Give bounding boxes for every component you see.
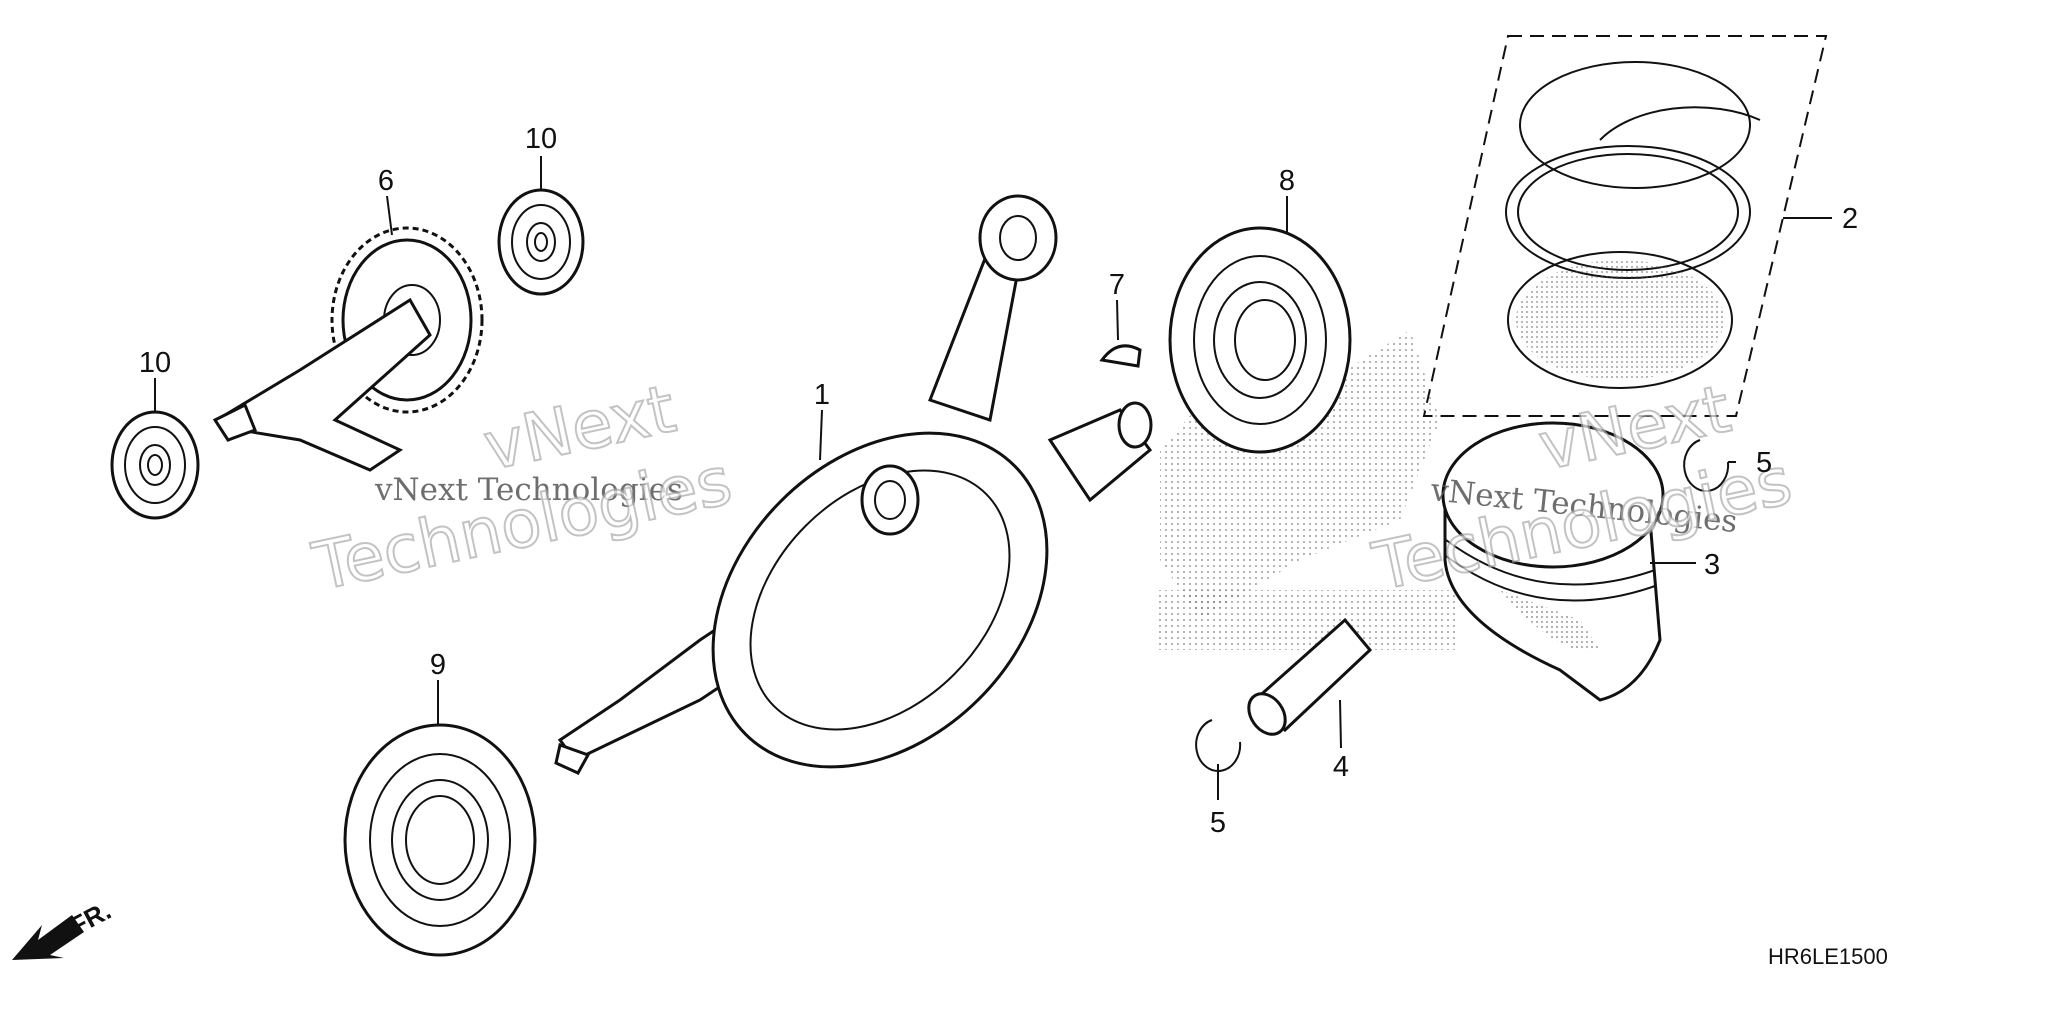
callout-10-top[interactable]: 10 bbox=[525, 123, 557, 155]
diagram-code: HR6LE1500 bbox=[1768, 944, 1888, 969]
pin-clip-left[interactable] bbox=[1195, 719, 1242, 772]
callout-8[interactable]: 8 bbox=[1279, 165, 1295, 197]
balancer-bearing-top[interactable] bbox=[497, 188, 585, 296]
callout-10-left[interactable]: 10 bbox=[139, 347, 171, 379]
piston-pin[interactable] bbox=[1241, 617, 1373, 741]
callout-6[interactable]: 6 bbox=[378, 165, 394, 197]
crankshaft[interactable] bbox=[554, 194, 1153, 833]
balancer-shaft[interactable] bbox=[212, 226, 484, 472]
bearing-right[interactable] bbox=[1168, 226, 1352, 454]
woodruff-key[interactable] bbox=[1099, 344, 1142, 368]
bearing-left[interactable] bbox=[343, 723, 537, 957]
callout-9[interactable]: 9 bbox=[430, 649, 446, 681]
piston-ring-set[interactable] bbox=[1422, 35, 1828, 417]
watermark-line-small-left: vNext Technologies bbox=[374, 472, 683, 508]
front-arrow-icon bbox=[12, 915, 84, 960]
callouts: 10 10 6 1 7 8 9 4 2 3 5 5 bbox=[139, 123, 1858, 839]
piston[interactable] bbox=[1441, 421, 1665, 702]
callout-5-left[interactable]: 5 bbox=[1210, 807, 1226, 839]
leader-lines bbox=[154, 156, 1832, 800]
callout-5-right[interactable]: 5 bbox=[1756, 447, 1772, 479]
callout-1[interactable]: 1 bbox=[814, 379, 830, 411]
pin-clip-right[interactable] bbox=[1683, 439, 1730, 492]
callout-4[interactable]: 4 bbox=[1333, 751, 1349, 783]
callout-2[interactable]: 2 bbox=[1842, 203, 1858, 235]
balancer-bearing-left[interactable] bbox=[110, 410, 200, 520]
front-indicator: FR. bbox=[12, 895, 116, 960]
callout-3[interactable]: 3 bbox=[1704, 549, 1720, 581]
callout-7[interactable]: 7 bbox=[1109, 269, 1125, 301]
